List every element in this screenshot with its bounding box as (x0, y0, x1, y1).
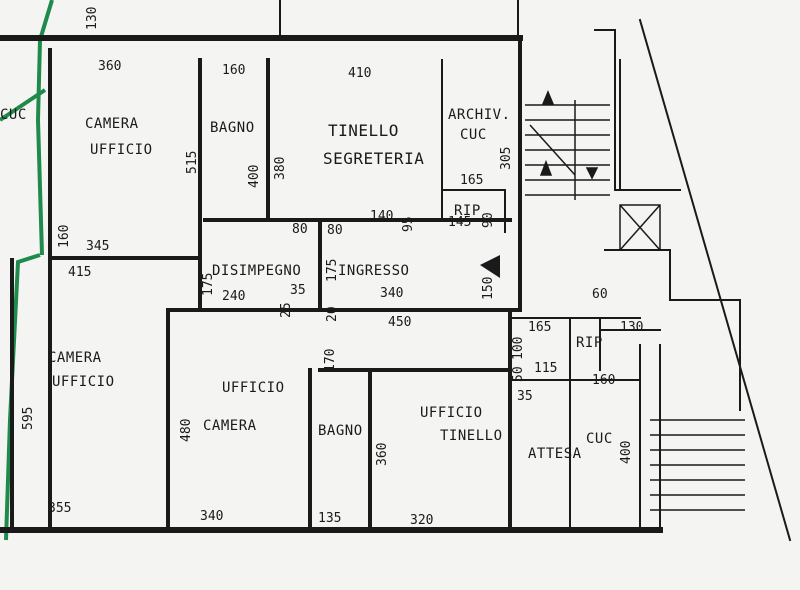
dimension-label: 360 (98, 59, 121, 74)
dimension-labels: 360 160 410 515 400 380 305 165 140 145 … (21, 7, 643, 528)
dimension-label: 115 (534, 361, 557, 376)
dimension-label: 90 (481, 212, 496, 228)
dimension-label: 165 (528, 320, 551, 335)
room-label: BAGNO (318, 423, 363, 439)
room-label: DISIMPEGNO (212, 263, 301, 279)
room-label: UFFICIO (52, 374, 115, 390)
dimension-label: 320 (410, 513, 433, 528)
dimension-label: 160 (592, 373, 615, 388)
room-label: BAGNO (210, 120, 255, 136)
property-boundary (0, 0, 54, 541)
dimension-label: 140 (370, 209, 393, 224)
room-label: RIP (454, 203, 481, 219)
dimension-label: 340 (200, 509, 223, 524)
dimension-label: 60 (592, 287, 608, 302)
room-labels: CAMERA UFFICIO BAGNO TINELLO SEGRETERIA … (0, 107, 613, 462)
dimension-label: 380 (273, 157, 288, 180)
dimension-label: 400 (247, 165, 262, 188)
dimension-label: 345 (86, 239, 109, 254)
room-label: TINELLO (440, 428, 503, 444)
room-label: CAMERA (203, 418, 257, 434)
dimension-label: 130 (85, 7, 100, 30)
dimension-label: 35 (290, 283, 306, 298)
dimension-label: 480 (179, 419, 194, 442)
room-label: CUC (0, 107, 27, 123)
dimension-label: 410 (348, 66, 371, 81)
dimension-label: 50 (511, 366, 526, 382)
elevator-shaft (619, 204, 661, 251)
dimension-label: 130 (620, 320, 643, 335)
dimension-label: 160 (57, 225, 72, 248)
dimension-label: 415 (68, 265, 91, 280)
room-label: RIP (576, 335, 603, 351)
dimension-label: 240 (222, 289, 245, 304)
room-label: CAMERA (85, 116, 139, 132)
dimension-label: 25 (279, 302, 294, 318)
room-label: ATTESA (528, 446, 582, 462)
dimension-label: 160 (222, 63, 245, 78)
dimension-label: 35 (517, 389, 533, 404)
dimension-label: 340 (380, 286, 403, 301)
room-label: UFFICIO (222, 380, 285, 396)
dimension-label: 305 (499, 147, 514, 170)
interior-walls (48, 58, 641, 532)
dimension-label: 360 (375, 443, 390, 466)
dimension-label: 165 (460, 173, 483, 188)
dimension-label: 80 (327, 223, 343, 238)
dimension-label: 400 (619, 441, 634, 464)
dimension-label: 145 (448, 215, 471, 230)
dimension-label: 595 (21, 407, 36, 430)
dimension-label: 175 (325, 259, 340, 282)
room-label: CAMERA (48, 350, 102, 366)
room-label: INGRESSO (338, 263, 409, 279)
dimension-label: 95 (401, 216, 416, 232)
dimension-label: 100 (511, 337, 526, 360)
dimension-label: 80 (292, 222, 308, 237)
room-label: CUC (586, 431, 613, 447)
room-label: UFFICIO (90, 142, 153, 158)
entrance-marker (480, 255, 500, 278)
dimension-label: 135 (318, 511, 341, 526)
room-label: TINELLO (328, 121, 399, 140)
room-label: SEGRETERIA (323, 149, 424, 168)
dimension-label: 150 (481, 277, 496, 300)
room-label: CUC (460, 127, 487, 143)
room-label: ARCHIV. (448, 107, 511, 123)
dimension-label: 20 (325, 306, 340, 322)
dimension-label: 175 (201, 273, 216, 296)
dimension-label: 450 (388, 315, 411, 330)
dimension-label: 170 (323, 349, 338, 372)
room-label: UFFICIO (420, 405, 483, 421)
dimension-label: 355 (48, 501, 71, 516)
dimension-label: 515 (185, 151, 200, 174)
staircase (525, 90, 745, 511)
